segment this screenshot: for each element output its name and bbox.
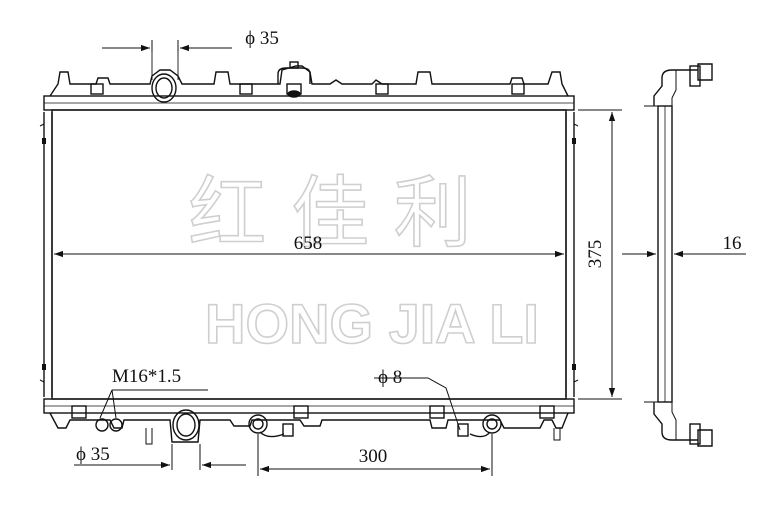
- bottom-tank-profile: [49, 412, 569, 443]
- label-drain-thread: M16*1.5: [112, 366, 181, 387]
- label-top-pipe-diameter: ϕ 35: [245, 28, 279, 49]
- label-bottom-pipe-diameter: ϕ 35: [76, 444, 110, 465]
- oil-cooler-fitting-left: [248, 414, 294, 438]
- dimension-lines: [54, 40, 746, 476]
- oil-cooler-fitting-right: [457, 414, 502, 438]
- label-core-height: 375: [585, 240, 606, 269]
- dimension-labels: ϕ 35 658 375 16 M16*1.5 ϕ 35 ϕ 8 300: [76, 28, 742, 467]
- filler-cap: [277, 61, 311, 98]
- watermark: 红 佳 利 HONG JIA LI: [187, 168, 539, 356]
- top-tank-profile: [49, 65, 569, 97]
- label-oil-cooler-pipe-diameter: ϕ 8: [378, 367, 402, 388]
- label-oil-cooler-spacing: 300: [359, 446, 388, 467]
- side-rail-left: [43, 112, 53, 397]
- bottom-outlet-pipe: [172, 409, 200, 441]
- watermark-english: HONG JIA LI: [205, 292, 539, 355]
- label-core-thickness: 16: [723, 233, 742, 254]
- drain-plug: [95, 418, 123, 432]
- side-rail-right: [565, 112, 575, 397]
- watermark-chinese: 红 佳 利: [188, 169, 472, 259]
- top-bracket: [90, 83, 104, 95]
- label-core-width: 658: [294, 233, 323, 254]
- radiator-side-view: [644, 63, 713, 447]
